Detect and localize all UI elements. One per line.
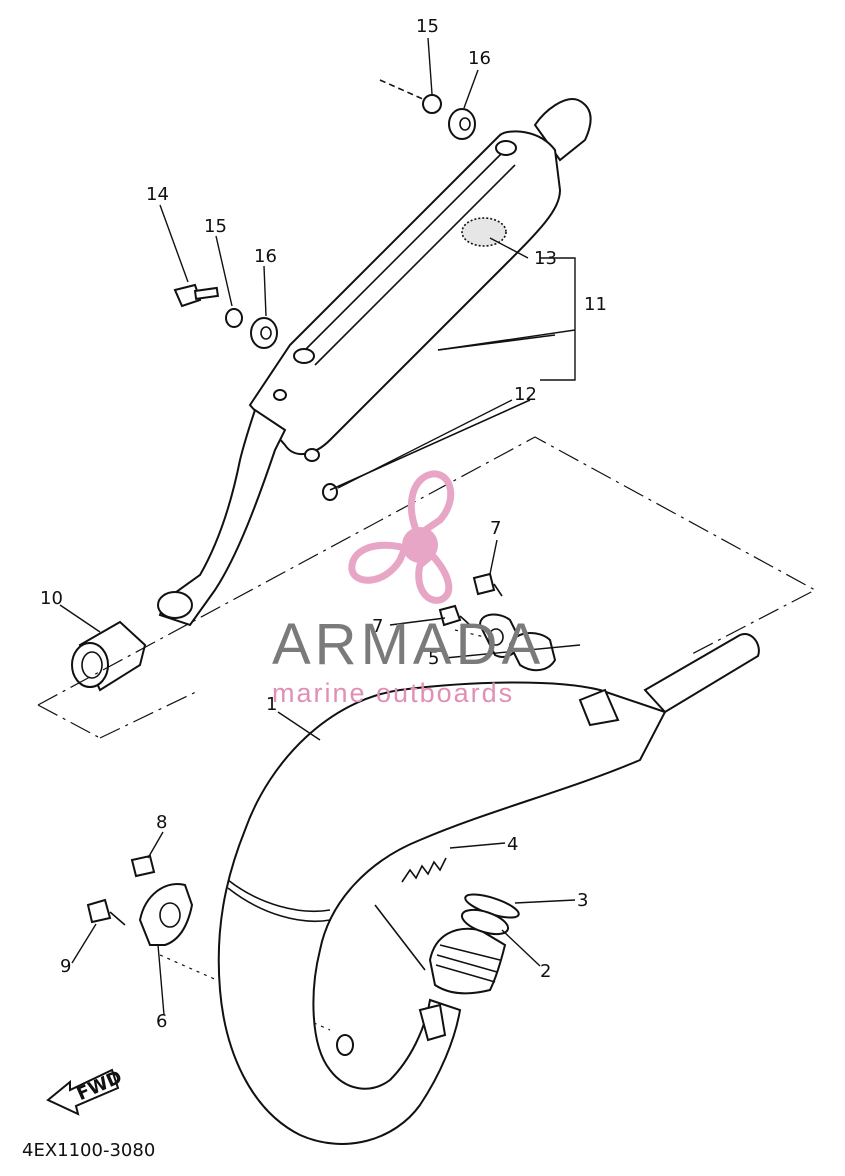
- callout-2: 2: [540, 961, 551, 982]
- drawing-code: 4EX1100-3080: [22, 1140, 155, 1161]
- grommet-10: [71, 620, 147, 692]
- bracket-5: [478, 613, 557, 672]
- callout-16-left: 16: [254, 246, 277, 267]
- callout-16-top: 16: [468, 48, 491, 69]
- callout-12: 12: [514, 384, 537, 405]
- callout-3: 3: [577, 890, 588, 911]
- callout-15-left: 15: [204, 216, 227, 237]
- callout-13: 13: [534, 248, 557, 269]
- callout-1: 1: [266, 694, 277, 715]
- bolt-7-lower: [438, 604, 471, 627]
- callout-labels: 15 16 14 15 16 13 11 12 7 10 7 5 1 8 4 3…: [40, 16, 607, 1032]
- exhaust-pipe: [217, 633, 760, 1145]
- leader-lines: [59, 37, 581, 1016]
- callout-7-lower: 7: [372, 616, 383, 637]
- mount-bolt-top: [322, 79, 476, 501]
- fwd-label: FWD: [74, 1067, 126, 1105]
- exhaust-spring: [401, 857, 447, 883]
- bracket-6: [86, 854, 194, 946]
- propeller-logo-icon: [348, 470, 455, 604]
- callout-14: 14: [146, 184, 169, 205]
- muffler-damper-patch: [461, 217, 507, 247]
- joint-2: [460, 908, 510, 936]
- callout-8: 8: [156, 812, 167, 833]
- fwd-arrow-icon: FWD: [46, 1067, 126, 1116]
- callout-4: 4: [507, 834, 518, 855]
- mount-bolt-left: [173, 283, 278, 349]
- watermark-brand: ARMADA: [272, 612, 544, 677]
- bolt-7-upper: [472, 572, 503, 597]
- callout-6: 6: [156, 1011, 167, 1032]
- callout-7-upper: 7: [490, 518, 501, 539]
- watermark-tagline: marine outboards: [272, 678, 514, 708]
- callout-11: 11: [584, 294, 607, 315]
- callout-15-top: 15: [416, 16, 439, 37]
- callout-9: 9: [60, 956, 71, 977]
- callout-5: 5: [428, 648, 439, 669]
- callout-10: 10: [40, 588, 63, 609]
- armada-watermark: ARMADA marine outboards: [272, 470, 544, 708]
